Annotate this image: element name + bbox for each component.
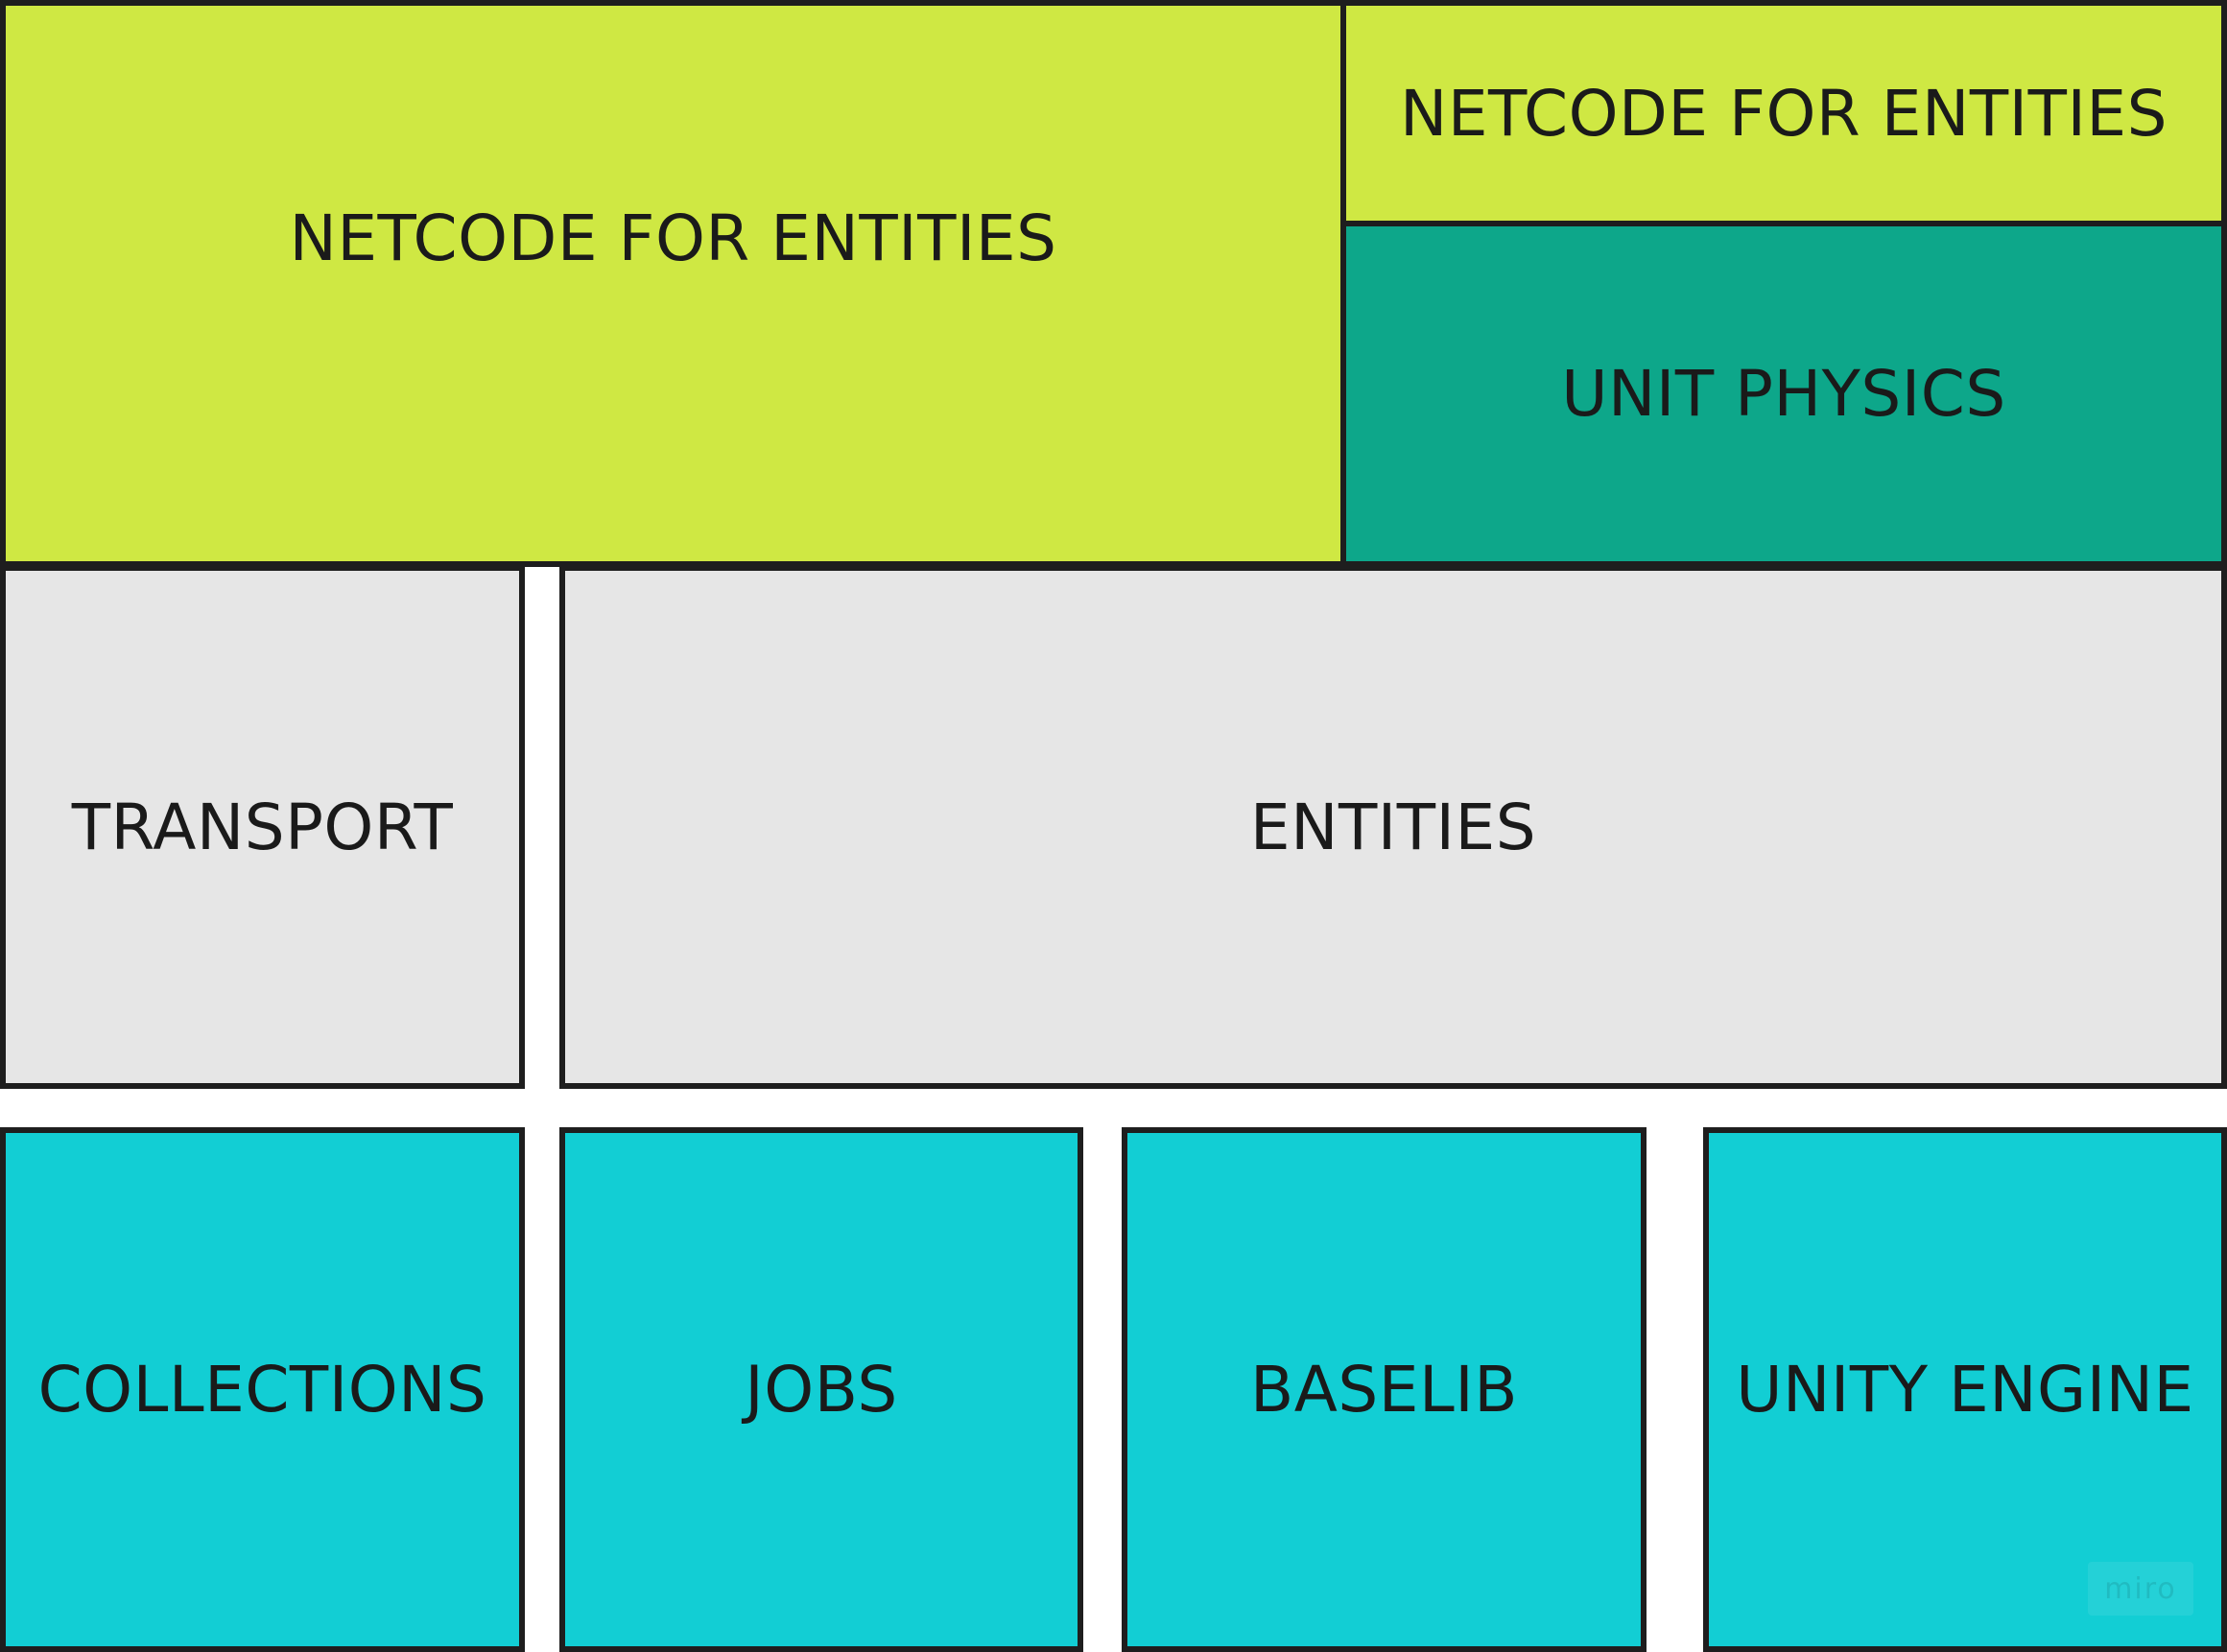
baselib-block[interactable]: BASELIB: [1122, 1127, 1647, 1652]
collections-label: COLLECTIONS: [37, 1353, 487, 1427]
unit-physics-block[interactable]: UNIT PHYSICS: [1340, 221, 2227, 567]
jobs-block[interactable]: JOBS: [559, 1127, 1083, 1652]
collections-block[interactable]: COLLECTIONS: [0, 1127, 525, 1652]
baselib-label: BASELIB: [1249, 1353, 1519, 1427]
unity-engine-block[interactable]: UNITY ENGINE: [1703, 1127, 2227, 1652]
transport-label: TRANSPORT: [71, 790, 454, 864]
miro-watermark-text: miro: [2104, 1571, 2177, 1606]
netcode-for-entities-small-label: NETCODE FOR ENTITIES: [1399, 76, 2168, 151]
netcode-for-entities-label: NETCODE FOR ENTITIES: [289, 201, 1057, 275]
netcode-for-entities-block[interactable]: NETCODE FOR ENTITIES: [0, 0, 1346, 567]
unity-engine-label: UNITY ENGINE: [1736, 1353, 2194, 1427]
miro-watermark: miro: [2088, 1562, 2193, 1616]
entities-block[interactable]: ENTITIES: [559, 565, 2227, 1089]
unit-physics-label: UNIT PHYSICS: [1561, 357, 2006, 431]
jobs-label: JOBS: [745, 1353, 898, 1427]
entities-label: ENTITIES: [1249, 790, 1537, 864]
transport-block[interactable]: TRANSPORT: [0, 565, 525, 1089]
netcode-for-entities-small-block[interactable]: NETCODE FOR ENTITIES: [1340, 0, 2227, 226]
